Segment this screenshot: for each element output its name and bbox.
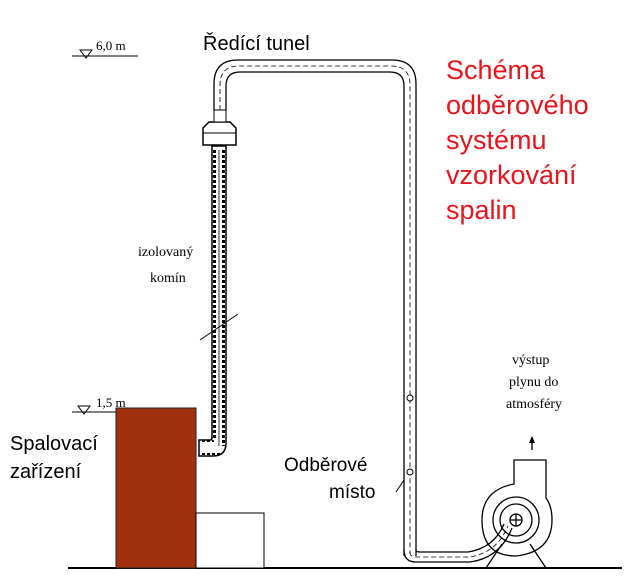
diagram-title-line4: vzorkování (446, 160, 577, 190)
chimney-label-line1: izolovaný (138, 245, 193, 260)
height-marker-top (72, 49, 138, 59)
device-base (195, 512, 265, 569)
combustion-device-label-line1: Spalovací (10, 433, 98, 455)
combustion-device-label-line2: zařízení (10, 461, 82, 483)
insulated-chimney (198, 145, 227, 457)
height-label-low: 1,5 m (96, 395, 126, 410)
combustion-device (115, 407, 197, 569)
fan-inlet-pipe (403, 523, 513, 563)
sampling-point-marker-lower (406, 468, 414, 476)
chimney-leader (199, 313, 239, 341)
diagram-title-line1: Schéma (446, 55, 546, 85)
diagram-title-line2: odběrového (446, 90, 589, 120)
chimney-label-line2: komín (150, 271, 186, 286)
sampling-point-leader (395, 479, 405, 493)
sampling-point-label-line1: Odběrové (284, 455, 367, 476)
gas-outlet-label-line2: plynu do (509, 375, 558, 390)
diagram-title-line5: spalin (446, 195, 517, 225)
dilution-tunnel-label: Ředící tunel (203, 32, 310, 55)
sampling-point-marker-upper (406, 394, 414, 402)
height-label-top: 6,0 m (96, 38, 126, 53)
gas-outlet-label-line1: výstup (512, 353, 549, 368)
gas-outlet-label-line3: atmosféry (506, 397, 562, 412)
sampling-point-label-line2: místo (329, 482, 375, 503)
diagram-title-line3: systému (446, 125, 547, 155)
chimney-hood (202, 109, 237, 146)
dilution-tunnel (213, 59, 417, 556)
exhaust-fan (481, 436, 553, 569)
